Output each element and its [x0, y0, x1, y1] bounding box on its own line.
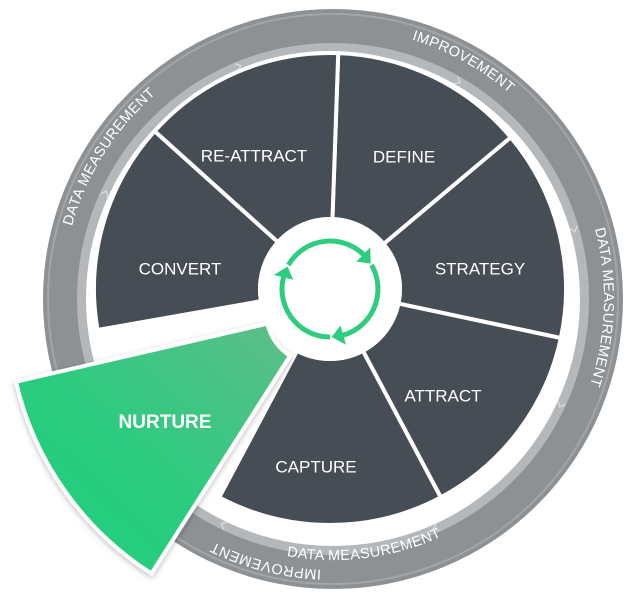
segment-label-attract: ATTRACT [404, 386, 481, 405]
segment-nurture[interactable] [13, 321, 293, 577]
cycle-arrowhead [331, 325, 346, 345]
segment-label-nurture: NURTURE [119, 412, 212, 433]
chevron-icon [432, 523, 440, 532]
segment-label-strategy: STRATEGY [435, 259, 525, 278]
segment-label-define: DEFINE [373, 147, 435, 166]
cycle-arrowhead [356, 247, 371, 264]
chevron-icon [100, 190, 109, 198]
segment-label-capture: CAPTURE [275, 457, 356, 476]
cycle-arc [286, 238, 369, 267]
chevron-icon [569, 225, 578, 233]
center-hub-inner [266, 225, 394, 353]
cycle-arc [279, 271, 331, 340]
cycle-arc [337, 263, 381, 339]
chevron-icon [220, 521, 228, 530]
chevron-icon [453, 76, 462, 85]
cycle-arrowhead [273, 266, 294, 280]
cycle-arrows-icon [273, 238, 381, 345]
outer-ring-highlight [47, 13, 619, 585]
segment-label-re-attract: RE-ATTRACT [201, 146, 307, 165]
segment-label-convert: CONVERT [139, 259, 222, 278]
chevron-icon [557, 400, 566, 408]
